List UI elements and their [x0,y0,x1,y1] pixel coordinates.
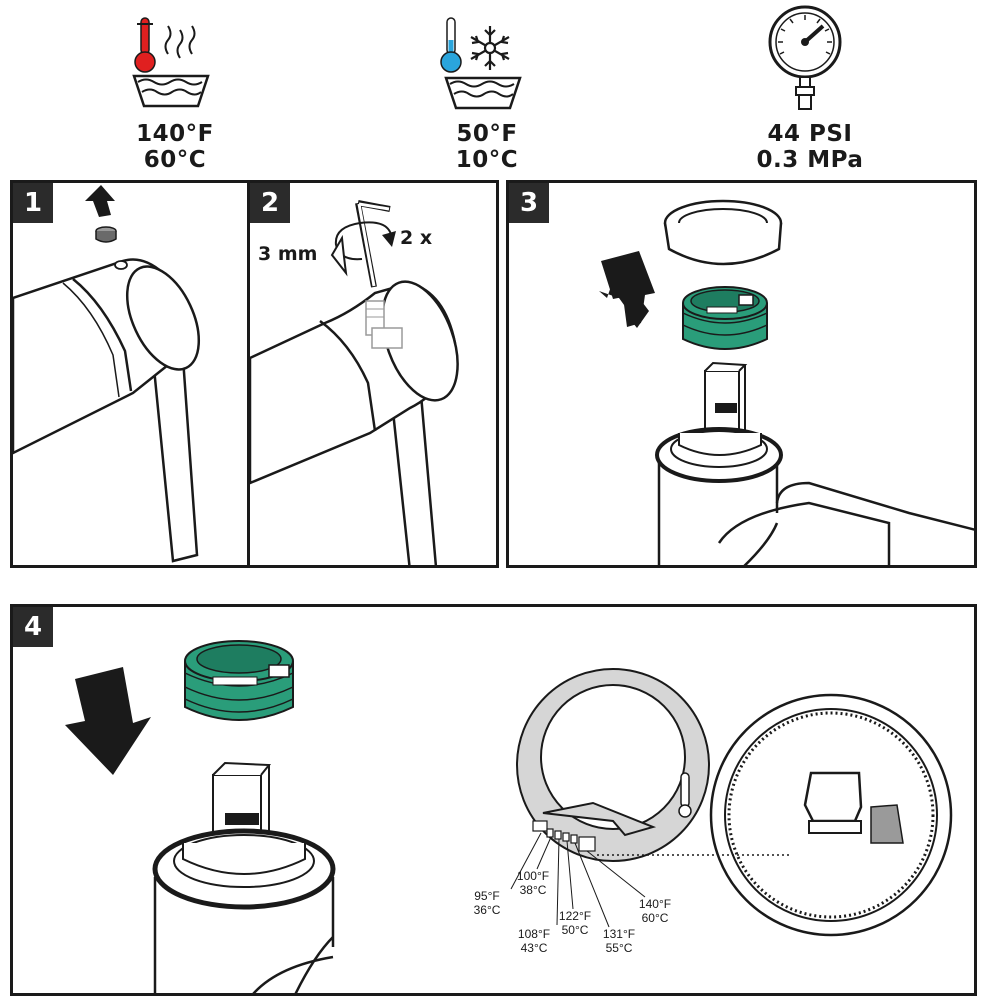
step-3-panel: 3 [506,180,977,568]
scale-label-131: 131°F 55°C [602,927,636,955]
hot-celsius: 60°C [143,147,207,173]
hot-temperature-label: 140°F 60°C [100,121,250,173]
cold-fahrenheit: 50°F [456,121,518,147]
cold-temperature-label: 50°F 10°C [412,121,562,173]
scale-label-122: 122°F 50°C [558,909,592,937]
step-1-illustration [13,185,201,563]
step-1-panel: 1 [10,180,250,568]
scale-label-108: 108°F 43°C [517,927,551,955]
pressure-psi: 44 PSI [767,121,853,147]
allen-key-size: 3 mm [258,243,318,265]
step-2-number: 2 [250,183,290,223]
rotation-count: 2 x [400,227,433,249]
step-4-panel: 4 95°F 36°C 100°F 38°C 108°F 43°C 122°F … [10,604,977,996]
cold-water-icon [440,17,522,110]
step-2-panel: 2 3 mm 2 x [247,180,499,568]
hot-water-icon [132,17,210,108]
step-3-illustration [599,199,974,565]
pressure-label: 44 PSI 0.3 MPa [735,121,885,173]
scale-label-140: 140°F 60°C [638,897,672,925]
step-3-number: 3 [509,183,549,223]
step-4-number: 4 [13,607,53,647]
pressure-mpa: 0.3 MPa [756,147,864,173]
cold-celsius: 10°C [455,147,519,173]
pressure-gauge-icon [768,5,842,110]
hot-fahrenheit: 140°F [136,121,214,147]
step-2-illustration [250,200,459,565]
step-1-number: 1 [13,183,53,223]
scale-label-95: 95°F 36°C [473,889,501,917]
step-4-illustration [65,640,953,993]
scale-label-100: 100°F 38°C [516,869,550,897]
